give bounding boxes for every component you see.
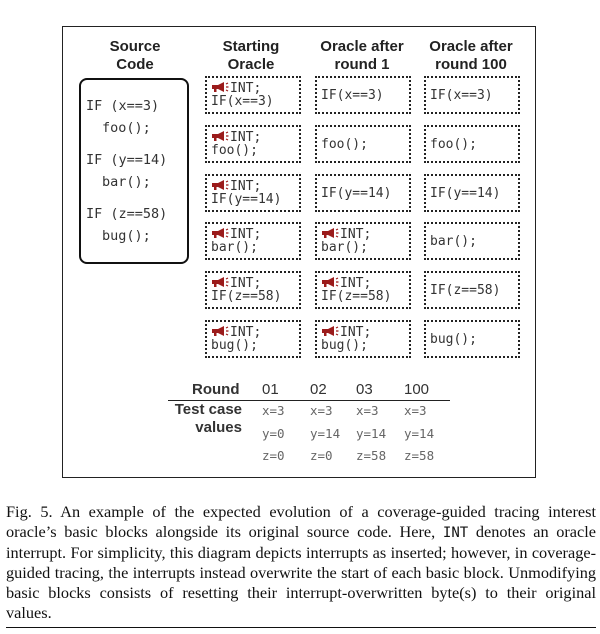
interrupt-label: INT; xyxy=(340,325,372,340)
interrupt-line: INT; xyxy=(211,130,261,145)
round100-oracle-block: foo(); xyxy=(424,125,520,163)
block-code: bar(); xyxy=(430,234,477,249)
interrupt-label: INT; xyxy=(340,227,372,242)
starting-oracle-block: INT;bug(); xyxy=(205,320,301,358)
round1-oracle-block: foo(); xyxy=(315,125,411,163)
source-line: bar(); xyxy=(102,174,151,190)
starting-oracle-block: INT;foo(); xyxy=(205,125,301,163)
source-line: IF (y==14) xyxy=(86,152,168,168)
block-code: IF(y==14) xyxy=(430,186,501,201)
round1-oracle-block: IF(y==14) xyxy=(315,174,411,212)
source-line: foo(); xyxy=(102,120,151,136)
test-case-value: y=14 xyxy=(404,426,435,441)
round100-oracle-block: IF(z==58) xyxy=(424,271,520,309)
interrupt-line: INT; xyxy=(211,179,261,194)
test-case-value: z=0 xyxy=(310,448,333,463)
starting-oracle-block: INT;bar(); xyxy=(205,222,301,260)
round1-oracle-block: INT;bug(); xyxy=(315,320,411,358)
interrupt-label: INT; xyxy=(230,227,262,242)
test-case-value: y=14 xyxy=(310,426,341,441)
interrupt-label: INT; xyxy=(230,325,262,340)
test-case-value: x=3 xyxy=(310,403,333,418)
megaphone-icon xyxy=(321,325,339,337)
source-line: IF (z==58) xyxy=(86,206,168,222)
block-code: IF(y==14) xyxy=(211,192,282,207)
interrupt-line: INT; xyxy=(211,81,261,96)
test-case-value: y=14 xyxy=(356,426,387,441)
round-number: 03 xyxy=(356,381,373,398)
interrupt-line: INT; xyxy=(321,276,371,291)
block-code: IF(x==3) xyxy=(430,88,493,103)
test-case-value: z=58 xyxy=(404,448,435,463)
megaphone-icon xyxy=(321,227,339,239)
round1-oracle-block: INT;bar(); xyxy=(315,222,411,260)
round100-oracle-block: IF(y==14) xyxy=(424,174,520,212)
block-code: bug(); xyxy=(430,332,477,347)
test-case-value: z=58 xyxy=(356,448,387,463)
block-code: foo(); xyxy=(211,143,258,158)
round-number: 01 xyxy=(262,381,279,398)
block-code: IF(z==58) xyxy=(430,283,501,298)
test-case-value: x=3 xyxy=(262,403,285,418)
starting-oracle-block: INT;IF(y==14) xyxy=(205,174,301,212)
interrupt-label: INT; xyxy=(230,276,262,291)
interrupt-label: INT; xyxy=(230,130,262,145)
block-code: bar(); xyxy=(321,240,368,255)
table-rule xyxy=(168,400,450,401)
round100-oracle-block: IF(x==3) xyxy=(424,76,520,114)
source-line: IF (x==3) xyxy=(86,98,160,114)
test-case-value: y=0 xyxy=(262,426,285,441)
round-number: 02 xyxy=(310,381,327,398)
round100-oracle-block: bar(); xyxy=(424,222,520,260)
round1-oracle-block: IF(x==3) xyxy=(315,76,411,114)
megaphone-icon xyxy=(211,179,229,191)
bottom-rule xyxy=(6,627,596,628)
starting-oracle-block: INT;IF(z==58) xyxy=(205,271,301,309)
interrupt-label: INT; xyxy=(230,81,262,96)
block-code: bug(); xyxy=(211,338,258,353)
test-case-value: z=0 xyxy=(262,448,285,463)
megaphone-icon xyxy=(321,276,339,288)
interrupt-line: INT; xyxy=(321,325,371,340)
round-number: 100 xyxy=(404,381,430,398)
block-code: IF(z==58) xyxy=(211,289,282,304)
interrupt-line: INT; xyxy=(211,325,261,340)
block-code: bug(); xyxy=(321,338,368,353)
source-code-box xyxy=(79,78,189,264)
block-code: foo(); xyxy=(321,137,368,152)
round-label: Round xyxy=(192,381,240,398)
block-code: IF(y==14) xyxy=(321,186,392,201)
interrupt-label: INT; xyxy=(230,179,262,194)
block-code: IF(x==3) xyxy=(321,88,384,103)
megaphone-icon xyxy=(211,130,229,142)
source-line: bug(); xyxy=(102,228,151,244)
interrupt-line: INT; xyxy=(211,227,261,242)
block-code: IF(x==3) xyxy=(211,94,274,109)
starting-oracle-block: INT;IF(x==3) xyxy=(205,76,301,114)
megaphone-icon xyxy=(211,81,229,93)
round1-oracle-block: INT;IF(z==58) xyxy=(315,271,411,309)
figure-caption: Fig. 5. An example of the expected evolu… xyxy=(6,502,597,622)
round100-oracle-block: bug(); xyxy=(424,320,520,358)
interrupt-line: INT; xyxy=(321,227,371,242)
interrupt-label: INT; xyxy=(340,276,372,291)
interrupt-line: INT; xyxy=(211,276,261,291)
megaphone-icon xyxy=(211,227,229,239)
block-code: IF(z==58) xyxy=(321,289,392,304)
block-code: bar(); xyxy=(211,240,258,255)
test-case-value: x=3 xyxy=(404,403,427,418)
megaphone-icon xyxy=(211,276,229,288)
figure-frame xyxy=(62,26,536,478)
block-code: foo(); xyxy=(430,137,477,152)
test-case-value: x=3 xyxy=(356,403,379,418)
megaphone-icon xyxy=(211,325,229,337)
